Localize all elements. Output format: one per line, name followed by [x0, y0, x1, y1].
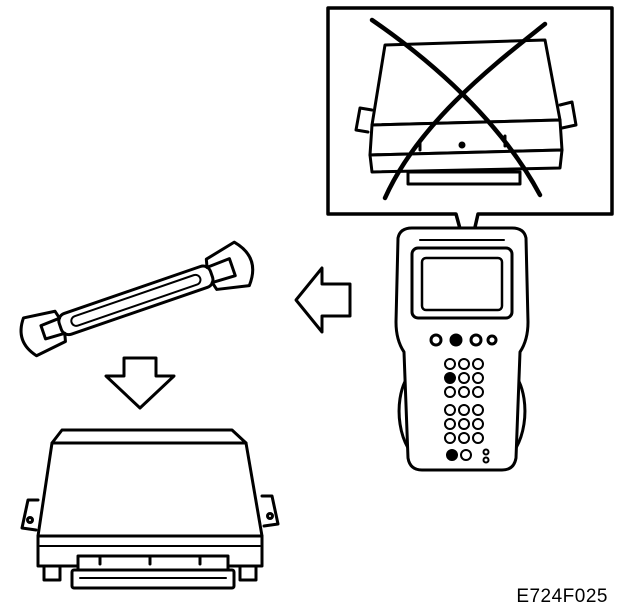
- callout-box: [326, 6, 614, 260]
- figure-code: E724F025: [516, 586, 608, 607]
- arrow-left-icon: [294, 266, 352, 334]
- handheld-scan-tool-icon: [394, 226, 530, 472]
- arrow-down-icon: [104, 356, 176, 410]
- ecm-module-icon: [20, 428, 280, 590]
- ecm-module-crossed-icon: [354, 17, 578, 201]
- wrench-icon: [19, 240, 255, 358]
